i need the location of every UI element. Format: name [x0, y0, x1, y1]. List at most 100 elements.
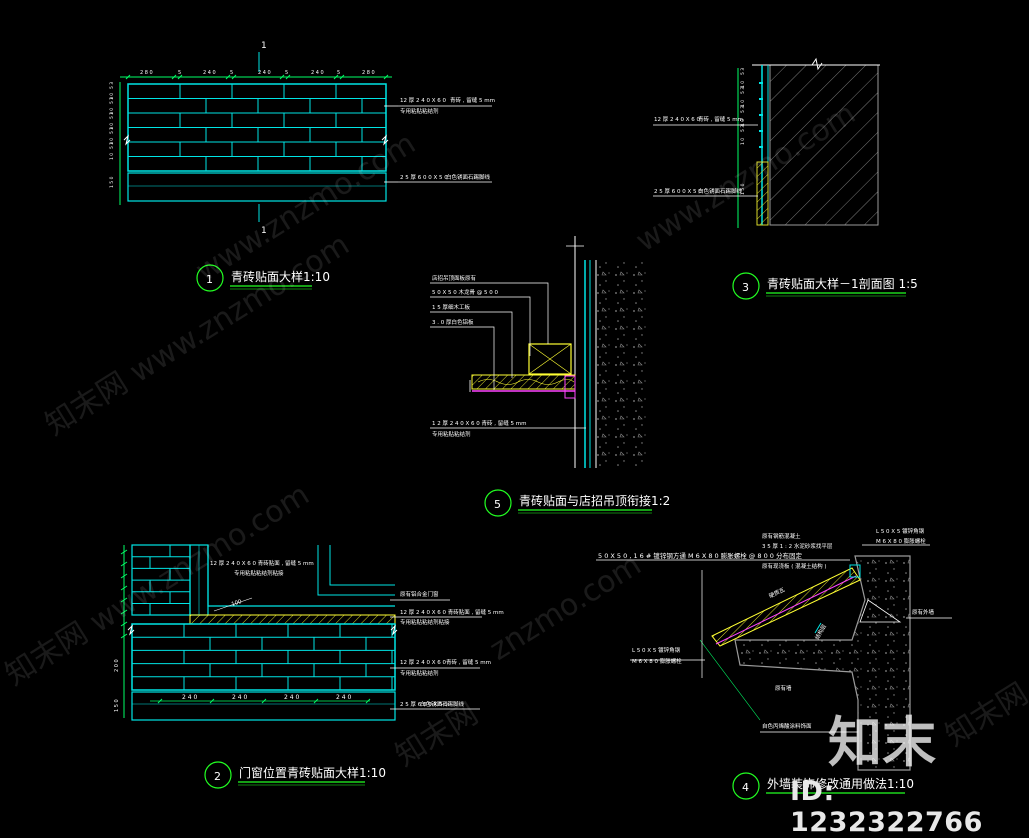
d3-note-brick-1: 12 厚 2 4 0 X 6 0	[654, 116, 701, 123]
d2-left-dim-tick	[120, 549, 128, 555]
d5-concrete-wall	[596, 260, 648, 468]
d3-note-brick-2: 青砖 , 留缝 5 mm	[698, 115, 743, 123]
d2-note-brick-2: 青砖 , 留缝 5 mm	[446, 658, 491, 666]
d1-top-dim-label: 5	[230, 70, 233, 76]
d2-bottom-dim-label: 2 4 0	[284, 694, 299, 701]
d3-joint	[759, 130, 763, 132]
d1-top-dim-label: 2 8 0	[362, 70, 375, 76]
d3-note-skirting-2: 白色锈面石踢脚线	[698, 187, 743, 195]
d1-top-dim-label: 2 4 0	[258, 70, 271, 76]
d3-left-dim-label: 1 0	[740, 138, 746, 145]
d1-left-dim-label: 5 3	[109, 127, 115, 134]
d1-top-dim-tick	[339, 74, 345, 80]
d4-concrete-body	[734, 555, 911, 771]
site-logo: 知末	[828, 711, 936, 774]
d1-top-dim-tick	[285, 74, 291, 80]
d4-note-paint: 自色丙烯酸涂料饰面	[762, 722, 812, 730]
d1-top-dim-label: 5	[285, 70, 288, 76]
d4-note-angle-bottom-2: M 6 X 8 0 膨胀螺栓	[632, 657, 682, 665]
d3-left-dim-label: 5 3	[740, 106, 746, 113]
d3-joint	[759, 114, 763, 116]
d4-note-angle-bottom-1: L 5 0 X 5 镀锌角钢	[632, 646, 681, 654]
d2-bottom-dim-tick	[209, 698, 215, 704]
d2-strip-courses	[132, 545, 190, 616]
d5-note-aluminium: 3 . 0 厚白色铝板	[432, 318, 474, 326]
d5-note-ceiling: 店招吊顶面板原有	[432, 274, 477, 282]
d2-left-dim-tick	[120, 597, 128, 603]
d2-angle-dim: 100	[231, 599, 243, 608]
d5-note-joist: 5 0 X 5 0 木龙骨 @ 5 0 0	[432, 288, 498, 296]
d4-note-concrete: 原有钢筋混凝土	[762, 532, 801, 540]
d1-left-dim-label: 1 0	[109, 153, 115, 160]
d1-callout-number: 1	[206, 273, 213, 286]
d5-timber-joist	[528, 343, 572, 375]
d1-left-dim-label: 1 0	[109, 123, 115, 130]
d1-callout-circle	[196, 264, 224, 292]
d5-callout-circle	[484, 489, 512, 517]
d1-left-dim-label: 5 3	[109, 97, 115, 104]
d1-left-dim-label: 1 0	[109, 108, 115, 115]
d4-callout-number: 4	[742, 781, 749, 794]
d4-note-structure: 结构层	[813, 622, 828, 641]
d2-bottom-dim-tick	[157, 698, 163, 704]
id-label: ID: 1232322766	[790, 776, 983, 838]
d2-note-window-brick-2: 专用粘贴粘结剂粘接	[234, 569, 284, 577]
d1-top-dim-tick	[383, 74, 389, 80]
d3-left-dim-label: 1 0	[740, 119, 746, 126]
d2-left-dim-tick	[120, 621, 128, 627]
d5-callout-number: 5	[494, 498, 501, 511]
d4-note-angle-top-2: M 6 X 8 0 膨胀螺栓	[876, 537, 926, 545]
d1-note-skirting-2: 白色锈面石踢脚线	[446, 173, 491, 181]
d2-left-dim-label: 1 5 0	[114, 699, 120, 712]
d3-left-dim-label: 5 3	[740, 68, 746, 75]
d1-top-dim-label: 5	[337, 70, 340, 76]
d2-left-dim-tick	[120, 633, 128, 639]
d2-note-window: 原有铝合金门窗	[400, 590, 439, 598]
d4-note-tile: 硬质瓦	[767, 585, 786, 599]
d1-left-dim-label: 1 0	[109, 93, 115, 100]
d3-left-dim-label: 5 3	[740, 125, 746, 132]
d2-note-sill-1: 12 厚 2 4 0 X 6 0 青砖贴面 , 留缝 5 mm	[400, 608, 504, 616]
d1-note-skirting-1: 2 5 厚 6 0 0 X 5 0	[400, 174, 448, 181]
d1-section-mark-top: 1	[261, 41, 267, 51]
d1-brick-courses	[128, 84, 386, 171]
d3-joint	[759, 98, 763, 100]
d4-title: 外墙装饰修改通用做法1:10	[767, 776, 914, 791]
d2-left-dim-tick	[120, 573, 128, 579]
d3-left-dim-label: 1 0	[740, 81, 746, 88]
d2-left-dim-tick	[120, 609, 128, 615]
detail-5-connection: 店招吊顶面板原有 5 0 X 5 0 木龙骨 @ 5 0 0 1 5 厚细木工板…	[430, 236, 670, 517]
d3-left-dimensions: 5 31 05 31 05 31 05 31 01 5 0	[740, 68, 746, 195]
d1-note-brick-2: 青砖 , 留缝 5 mm	[450, 96, 495, 104]
d1-left-dim-label: 1 5 0	[109, 176, 115, 188]
d2-note-sill-2: 专用粘贴粘结剂粘接	[400, 618, 450, 626]
d3-joint	[759, 146, 763, 148]
d4-callout-circle	[732, 772, 760, 800]
d3-left-dim-label: 1 5 0	[740, 183, 746, 195]
d2-bottom-dim-tick	[261, 698, 267, 704]
d2-bottom-dim-label: 2 4 0	[182, 694, 197, 701]
d5-note-brick-2: 专用粘贴粘结剂	[432, 430, 471, 438]
d4-note-exterior-wall: 原有外墙	[912, 608, 935, 616]
d3-skirting	[756, 161, 769, 226]
d2-note-brick-3: 专用粘贴粘结剂	[400, 669, 439, 677]
d1-left-dimensions: 5 31 05 31 05 31 05 31 05 31 01 5 0	[109, 82, 115, 188]
d2-title: 门窗位置青砖贴面大样1:10	[239, 765, 386, 780]
d5-title: 青砖贴面与店招吊顶衔接1:2	[519, 493, 670, 508]
d5-note-brick-1: 1 2 厚 2 4 0 X 6 0 青砖 , 留缝 5 mm	[432, 419, 526, 427]
d1-note-brick-1: 12 厚 2 4 0 X 6 0	[400, 97, 447, 104]
d1-title: 青砖贴面大样1:10	[231, 269, 330, 284]
d1-top-dim-tick	[333, 74, 339, 80]
d2-callout-number: 2	[214, 770, 221, 783]
d1-left-dim-label: 5 3	[109, 142, 115, 149]
d1-top-dim-label: 2 4 0	[203, 70, 216, 76]
d2-left-dim-tick	[120, 585, 128, 591]
d3-callout-number: 3	[742, 281, 749, 294]
d4-note-wall: 原有墙	[775, 684, 792, 692]
d1-skirting	[127, 172, 387, 202]
d2-bottom-dim-tick	[313, 698, 319, 704]
d3-left-dim-label: 1 0	[740, 100, 746, 107]
d1-left-dim-label: 5 3	[109, 82, 115, 89]
